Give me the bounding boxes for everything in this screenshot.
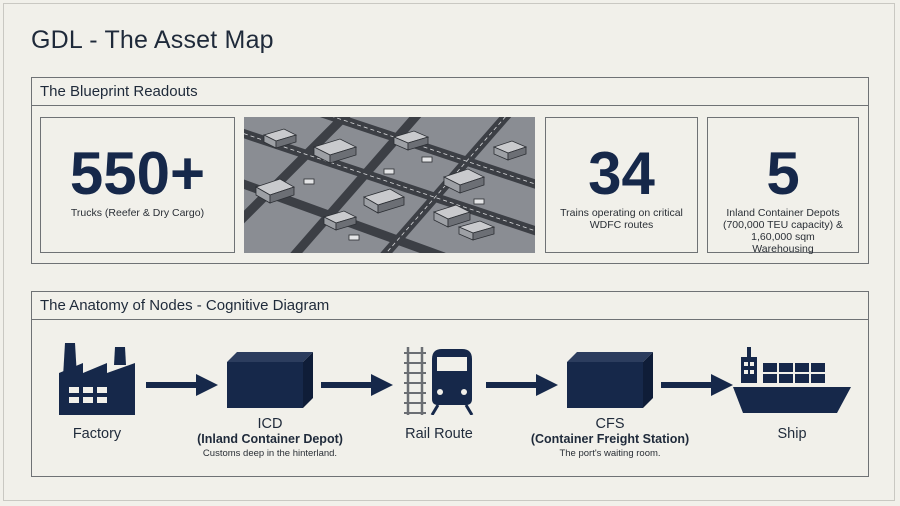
arrow-right-icon <box>146 374 218 396</box>
node-icd-subtitle: (Inland Container Depot) <box>197 432 343 446</box>
arrow-right-icon <box>486 374 558 396</box>
readouts-panel: The Blueprint Readouts <box>31 77 869 264</box>
factory-icon <box>59 343 135 415</box>
diagram-panel: The Anatomy of Nodes - Cognitive Diagram <box>31 291 869 477</box>
stat-value: 5 <box>766 140 800 207</box>
stat-label: Trucks (Reefer & Dry Cargo) <box>70 207 205 219</box>
node-cfs-description: The port's waiting room. <box>559 448 661 459</box>
node-cfs-name: CFS <box>595 416 625 432</box>
diagram-header: The Anatomy of Nodes - Cognitive Diagram <box>32 292 868 320</box>
arrow-right-icon <box>321 374 393 396</box>
node-cfs-subtitle: (Container Freight Station) <box>530 432 690 446</box>
slide-frame <box>3 3 895 501</box>
node-icd-description: Customs deep in the hinterland. <box>202 448 338 459</box>
container-icon <box>567 352 653 408</box>
stat-trucks: 550+ Trucks (Reefer & Dry Cargo) <box>40 117 235 253</box>
train-icon <box>404 347 474 415</box>
node-rail-name: Rail Route <box>405 426 473 442</box>
node-factory-name: Factory <box>72 426 122 442</box>
page-title: GDL - The Asset Map <box>31 26 274 54</box>
stat-trains: 34 Trains operating on critical WDFC rou… <box>545 117 698 253</box>
stat-value: 34 <box>588 140 655 207</box>
container-icon <box>227 352 313 408</box>
readouts-header: The Blueprint Readouts <box>32 78 868 106</box>
node-ship-name: Ship <box>777 426 807 442</box>
stat-value: 550+ <box>69 140 206 207</box>
arrow-right-icon <box>661 374 733 396</box>
node-icd-name: ICD <box>257 416 283 432</box>
stat-depots: 5 Inland Container Depots (700,000 TEU c… <box>707 117 859 255</box>
stat-label: Inland Container Depots (700,000 TEU cap… <box>722 207 844 255</box>
city-map-illustration <box>244 117 535 253</box>
ship-icon <box>733 347 851 413</box>
stat-label: Trains operating on critical WDFC routes <box>560 207 683 231</box>
